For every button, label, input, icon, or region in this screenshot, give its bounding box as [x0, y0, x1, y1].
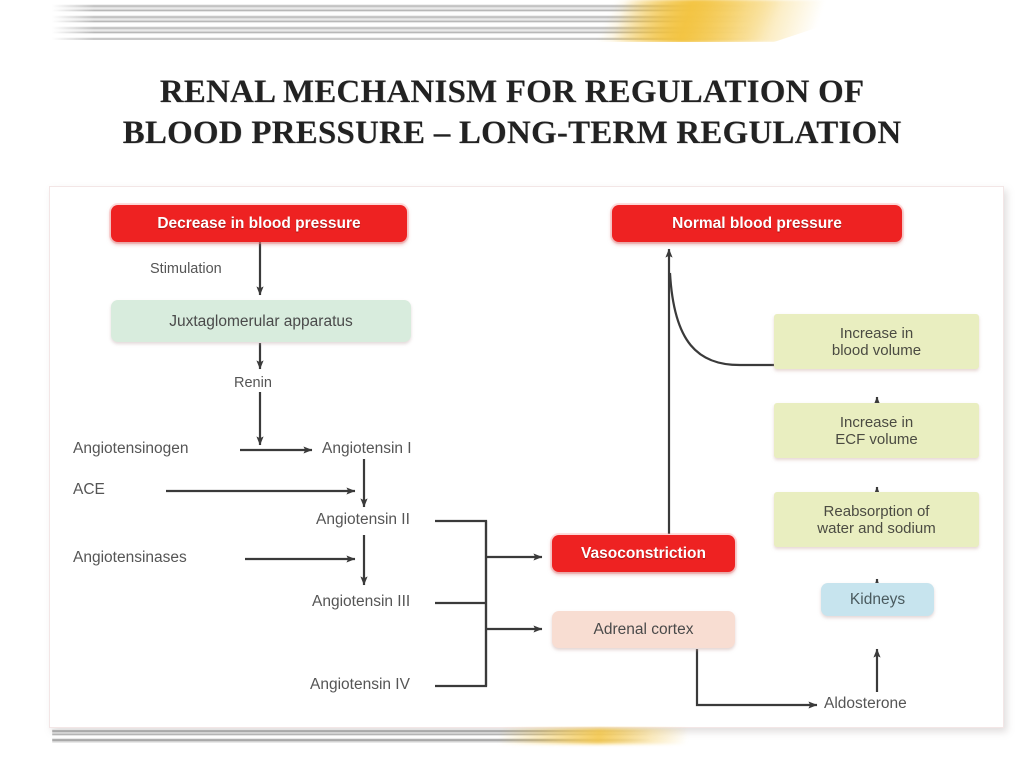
footer-gold-glow: [500, 728, 720, 744]
node-vasoconstriction[interactable]: Vasoconstriction: [552, 535, 735, 572]
node-juxtaglomerular-apparatus-label: Juxtaglomerular apparatus: [169, 312, 353, 330]
title-line-2: BLOOD PRESSURE – LONG-TERM REGULATION: [122, 115, 902, 151]
node-increase-ecf-volume-line-1: Increase in: [839, 413, 914, 431]
node-normal-blood-pressure[interactable]: Normal blood pressure: [612, 205, 902, 242]
label-stimulation: Stimulation: [150, 261, 222, 277]
header-gold-wedge: [600, 0, 900, 42]
node-decrease-blood-pressure[interactable]: Decrease in blood pressure: [111, 205, 407, 242]
label-angiotensin-2: Angiotensin II: [316, 511, 410, 528]
diagram-card: Decrease in blood pressure Normal blood …: [49, 186, 1004, 728]
node-reabsorption-line-2: water and sodium: [817, 519, 936, 537]
node-increase-ecf-volume[interactable]: Increase in ECF volume: [774, 403, 979, 458]
label-ace: ACE: [73, 481, 105, 498]
label-angiotensin-3: Angiotensin III: [312, 593, 411, 610]
node-decrease-blood-pressure-label: Decrease in blood pressure: [157, 215, 361, 232]
title-line-1: RENAL MECHANISM FOR REGULATION OF: [159, 74, 865, 110]
footer-decoration-band: [0, 726, 1024, 752]
label-angiotensinogen: Angiotensinogen: [73, 440, 189, 457]
header-decoration-band: [0, 0, 1024, 42]
node-vasoconstriction-label: Vasoconstriction: [581, 545, 706, 562]
node-normal-blood-pressure-label: Normal blood pressure: [672, 215, 842, 232]
node-adrenal-cortex[interactable]: Adrenal cortex: [552, 611, 735, 648]
node-increase-blood-volume[interactable]: Increase in blood volume: [774, 314, 979, 369]
label-angiotensinases: Angiotensinases: [73, 549, 187, 566]
label-aldosterone: Aldosterone: [824, 695, 907, 712]
node-kidneys[interactable]: Kidneys: [821, 583, 934, 616]
label-angiotensin-1: Angiotensin I: [322, 440, 412, 457]
node-increase-ecf-volume-line-2: ECF volume: [835, 430, 918, 448]
node-adrenal-cortex-label: Adrenal cortex: [593, 621, 694, 638]
node-increase-blood-volume-line-2: blood volume: [831, 341, 922, 359]
node-increase-blood-volume-line-1: Increase in: [839, 324, 914, 342]
node-kidneys-label: Kidneys: [849, 591, 906, 608]
node-juxtaglomerular-apparatus[interactable]: Juxtaglomerular apparatus: [111, 300, 411, 342]
node-reabsorption-line-1: Reabsorption of: [823, 502, 930, 520]
page-title: RENAL MECHANISM FOR REGULATION OF BLOOD …: [0, 72, 1024, 154]
label-renin: Renin: [234, 375, 272, 391]
node-reabsorption-water-sodium[interactable]: Reabsorption of water and sodium: [774, 492, 979, 547]
label-angiotensin-4: Angiotensin IV: [310, 676, 410, 693]
